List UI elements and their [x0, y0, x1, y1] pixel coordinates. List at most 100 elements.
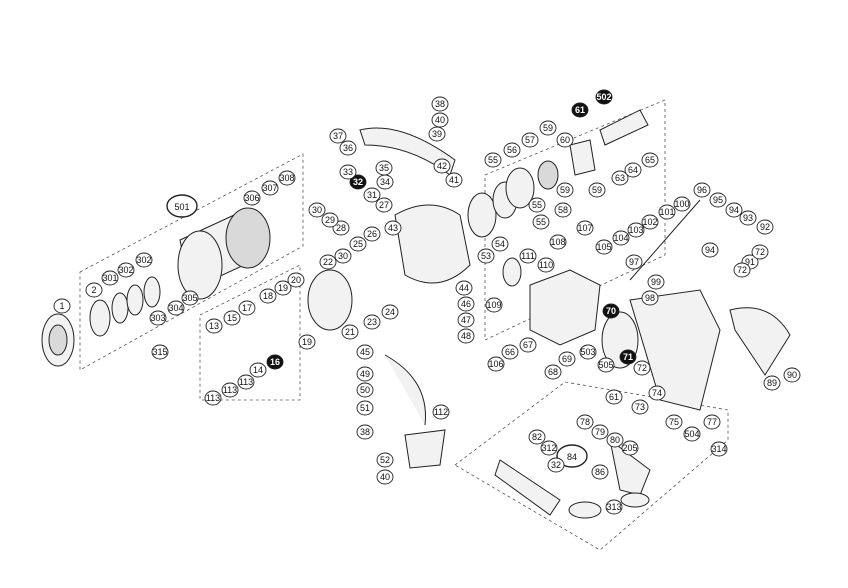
callout-circle: [621, 440, 639, 456]
callout-2: 2: [85, 282, 103, 298]
callout-circle: [356, 366, 374, 382]
callout-circle: [703, 414, 721, 430]
drag-group-outline: [199, 264, 301, 401]
callout-32: 32: [547, 457, 565, 473]
callout-text: 13: [209, 321, 219, 331]
callout-15: 15: [223, 310, 241, 326]
callout-26: 26: [363, 226, 381, 242]
callout-69: 69: [558, 351, 576, 367]
callout-17: 17: [238, 300, 256, 316]
callout-55: 55: [532, 214, 550, 230]
callout-text: 60: [560, 135, 570, 145]
callout-circle: [619, 349, 637, 365]
callout-306: 306: [243, 190, 261, 206]
callout-307: 307: [261, 180, 279, 196]
callout-circle: [540, 440, 558, 456]
callout-text: 34: [380, 177, 390, 187]
callout-circle: [641, 152, 659, 168]
bail-holder: [404, 429, 446, 469]
callout-circle: [641, 290, 659, 306]
callout-text: 51: [360, 403, 370, 413]
callout-29: 29: [321, 212, 339, 228]
callout-circle: [519, 248, 537, 264]
callout-text: 57: [525, 135, 535, 145]
callout-505: 505: [597, 357, 615, 373]
spool-washer: [111, 292, 129, 324]
callout-text: 55: [488, 155, 498, 165]
callout-93: 93: [739, 210, 757, 226]
callout-text: 302: [118, 265, 133, 275]
callout-56: 56: [503, 142, 521, 158]
callout-circle: [733, 262, 751, 278]
callout-text: 205: [622, 443, 637, 453]
callout-circle: [329, 128, 347, 144]
callout-30: 30: [334, 248, 352, 264]
callout-circle: [431, 96, 449, 112]
callout-circle: [624, 162, 642, 178]
callout-circle: [537, 257, 555, 273]
callout-59: 59: [588, 182, 606, 198]
callout-circle: [751, 244, 769, 260]
callout-text: 314: [711, 444, 726, 454]
spool-washer: [89, 299, 111, 337]
reel-foot: [729, 307, 791, 376]
callout-text: 97: [629, 257, 639, 267]
callout-92: 92: [756, 219, 774, 235]
callout-104: 104: [612, 230, 630, 246]
callout-circle: [167, 300, 185, 316]
callout-circle: [595, 239, 613, 255]
callout-circle: [428, 126, 446, 142]
callout-text: 72: [737, 265, 747, 275]
callout-text: 28: [336, 223, 346, 233]
spool-rear: [225, 207, 271, 269]
drag-knob-inner: [48, 324, 68, 356]
callout-circle: [625, 254, 643, 270]
callout-text: 24: [385, 307, 395, 317]
callout-circle: [457, 312, 475, 328]
callout-40: 40: [376, 469, 394, 485]
callout-text: 46: [461, 299, 471, 309]
callout-circle: [556, 182, 574, 198]
callout-circle: [521, 132, 539, 148]
callout-13: 13: [205, 318, 223, 334]
callout-text: 306: [244, 193, 259, 203]
callout-circle: [605, 499, 623, 515]
callout-text: 45: [360, 347, 370, 357]
callout-circle: [544, 364, 562, 380]
handle-arm-left: [494, 459, 561, 516]
callout-circle: [501, 344, 519, 360]
body-group-outline: [484, 99, 666, 341]
callout-circle: [321, 212, 339, 228]
callout-circle: [756, 219, 774, 235]
callout-circle: [485, 297, 503, 313]
callout-circle: [356, 424, 374, 440]
callout-circle: [647, 274, 665, 290]
callout-text: 504: [684, 429, 699, 439]
callout-502: 502: [595, 89, 613, 105]
callout-text: 54: [495, 239, 505, 249]
callout-text: 303: [150, 313, 165, 323]
callout-text: 73: [635, 402, 645, 412]
callout-113: 113: [237, 374, 255, 390]
callout-89: 89: [763, 375, 781, 391]
oscillation-plate: [569, 139, 596, 176]
callout-66: 66: [501, 344, 519, 360]
callout-text: 50: [360, 385, 370, 395]
callout-circle: [376, 469, 394, 485]
callout-72: 72: [751, 244, 769, 260]
callout-circle: [433, 158, 451, 174]
callout-text: 95: [713, 195, 723, 205]
callout-circle: [149, 310, 167, 326]
callout-text: 305: [182, 293, 197, 303]
callout-text: 19: [278, 283, 288, 293]
callout-text: 503: [580, 347, 595, 357]
callout-circle: [612, 230, 630, 246]
callout-text: 99: [651, 277, 661, 287]
callout-text: 91: [745, 257, 755, 267]
callout-circle: [484, 152, 502, 168]
callout-text: 313: [606, 502, 621, 512]
callout-circle: [381, 304, 399, 320]
callout-302: 302: [117, 262, 135, 278]
callout-circle: [519, 337, 537, 353]
callout-text: 113: [223, 385, 237, 395]
